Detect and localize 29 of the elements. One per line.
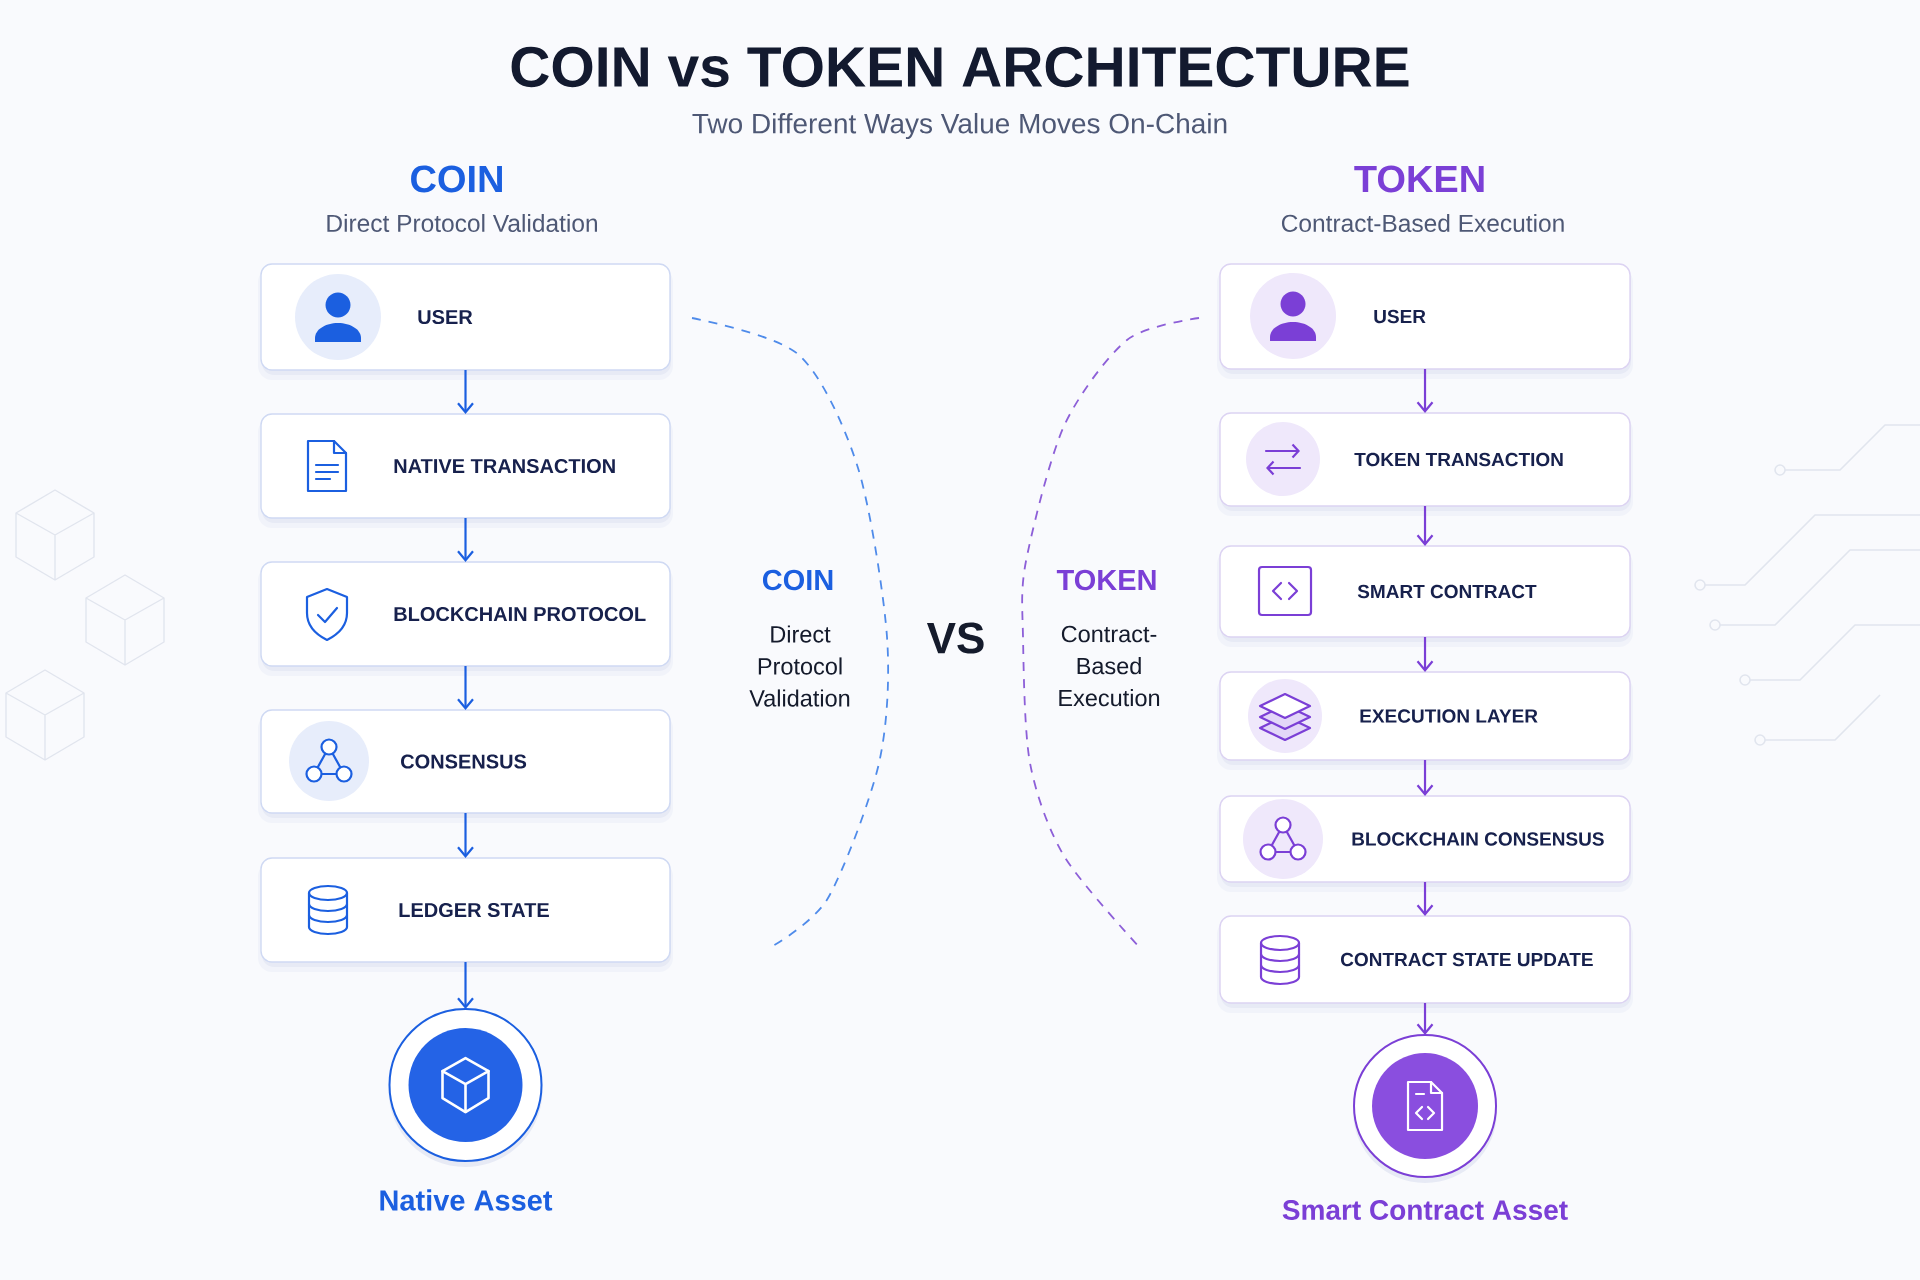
arrow [457, 370, 474, 414]
process-box: BLOCKCHAIN PROTOCOL [258, 561, 673, 676]
process-box: LEDGER STATE [258, 857, 673, 972]
process-box: CONTRACT STATE UPDATE [1217, 915, 1633, 1013]
arrow [457, 962, 474, 1009]
arrow [1416, 1003, 1434, 1035]
process-box: NATIVE TRANSACTION [258, 413, 673, 528]
arrow [1416, 506, 1434, 546]
vs-text: VS [926, 622, 984, 654]
title: COIN vs TOKEN ARCHITECTURE [511, 46, 1409, 88]
node-caption: Smart Contract Asset [1282, 1200, 1568, 1220]
process-box: SMART CONTRACT [1217, 545, 1633, 647]
column-subheading: Direct Protocol Validation [327, 214, 597, 232]
column-subheading: Contract-Based Execution [1281, 214, 1564, 232]
column-heading: COIN [411, 165, 502, 193]
arrow [1416, 882, 1434, 916]
side-heading: COIN [762, 569, 833, 591]
side-description: Direct Protocol Validation [749, 625, 850, 707]
arrow [1416, 369, 1434, 413]
arrow [457, 666, 474, 710]
subtitle: Two Different Ways Value Moves On-Chain [692, 112, 1227, 140]
node-caption: Native Asset [380, 1189, 553, 1211]
arrow [1416, 760, 1434, 796]
side-description: Contract-Based Execution [1059, 625, 1160, 707]
column-heading: TOKEN [1354, 165, 1484, 193]
arrow [457, 813, 474, 858]
arrow [1416, 637, 1434, 672]
side-heading: TOKEN [1056, 569, 1156, 591]
arrow [457, 518, 474, 562]
